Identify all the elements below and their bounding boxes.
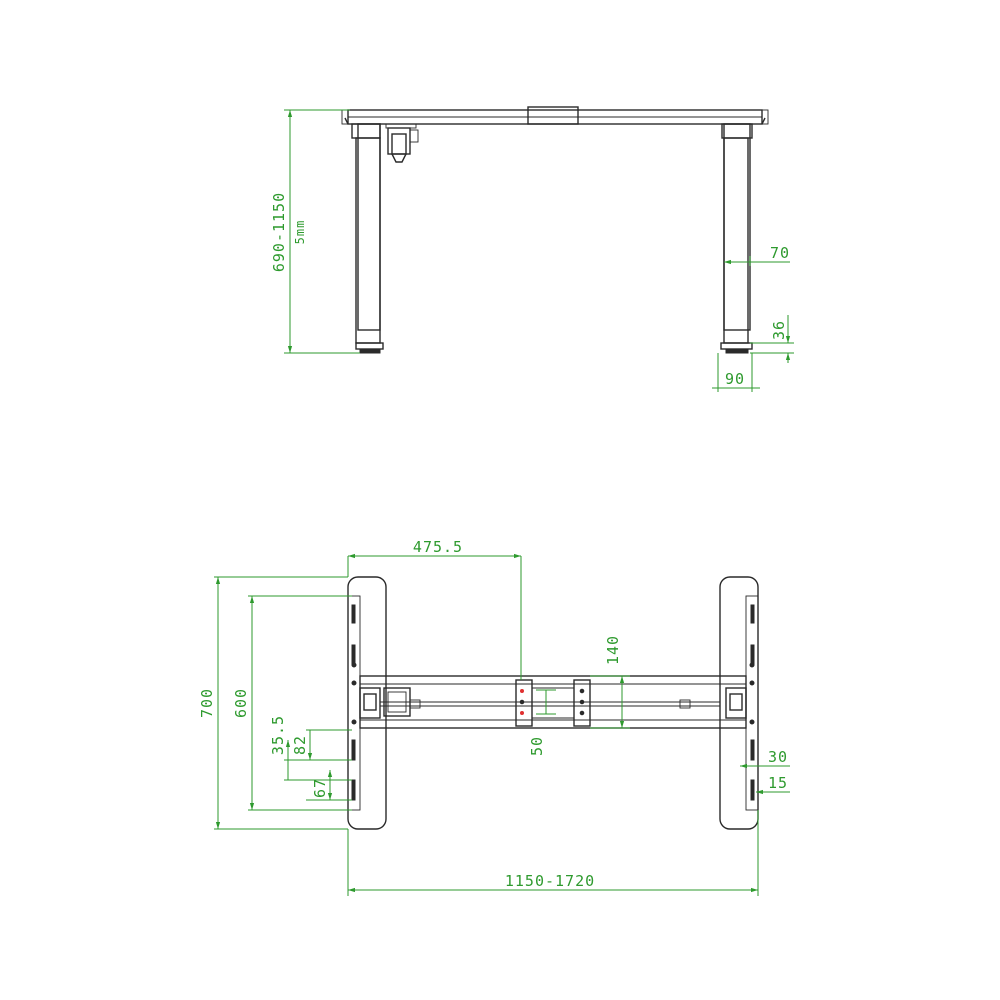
dim-depth-label: 700 [198,688,216,718]
dim-center-offset: 475.5 [347,538,522,680]
motor-unit [385,123,419,163]
dim-beam-gap: 50 [528,689,556,756]
dim-plate-length-label: 600 [232,688,250,718]
dim-column-width: 70 [724,244,790,266]
dim-height-label: 690-1150 [270,192,288,272]
top-frame [341,106,769,125]
dim-center-offset-label: 475.5 [413,538,463,556]
dim-beam-width: 140 [590,635,630,729]
dim-hole-pitch-b-label: 67 [311,778,329,798]
dim-width-label: 1150-1720 [505,872,595,890]
dim-hole-pitch-a-label: 82 [291,735,309,755]
dim-hole-offsets: 35.5 82 67 [269,715,352,801]
dim-foot-height: 36 [750,315,794,363]
left-foot-plate [347,576,387,830]
dim-depth: 700 [198,576,348,830]
dim-column-width-label: 70 [770,244,790,262]
dim-plate-length: 600 [232,595,352,811]
right-column [720,123,753,354]
motor-bracket-right [679,687,747,719]
dim-height: 690-1150 5mm [270,109,360,354]
dim-height-note: 5mm [293,220,307,245]
right-foot-plate [719,576,759,830]
dim-slot: 30 15 [740,748,790,795]
dim-beam-width-label: 140 [604,635,622,665]
left-column [351,123,384,354]
dim-foot-width: 90 [712,353,760,392]
dim-slot-spacing-label: 30 [768,748,788,766]
dim-slot-width-label: 15 [768,774,788,792]
dim-beam-gap-label: 50 [528,736,546,756]
front-view: 690-1150 5mm 70 36 90 [270,106,794,392]
dim-width: 1150-1720 [347,810,759,896]
dim-foot-height-label: 36 [770,320,788,340]
crossbeam [359,675,747,729]
motor-bracket-left [359,687,421,719]
dim-foot-width-label: 90 [725,370,745,388]
dim-hole-offset-label: 35.5 [269,715,287,755]
top-view: 475.5 700 600 35.5 82 67 [198,538,790,896]
